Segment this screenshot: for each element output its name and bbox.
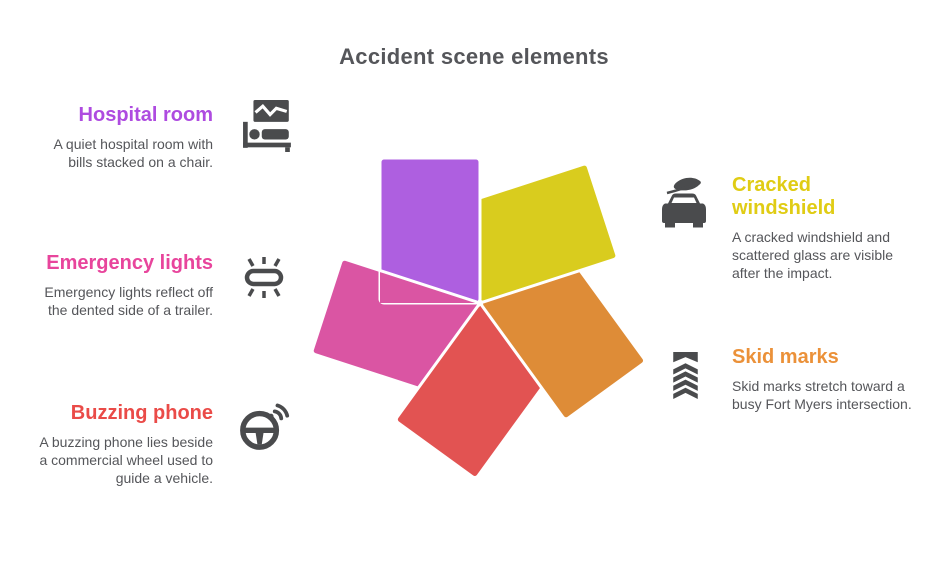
section-hospital-room: Hospital room A quiet hospital room with… [38, 104, 213, 172]
section-desc-skid-marks: Skid marks stretch toward a busy Fort My… [732, 378, 912, 412]
steering-wheel-icon [240, 403, 290, 450]
car-windshield-icon [662, 177, 706, 228]
section-skid-marks: Skid marks Skid marks stretch toward a b… [732, 346, 924, 414]
petal-emergency-lights-overlap [380, 257, 480, 303]
pinwheel-diagram [310, 156, 647, 479]
hospital-bed-icon [243, 100, 291, 152]
section-emergency-lights: Emergency lights Emergency lights reflec… [38, 252, 213, 320]
section-desc-emergency-lights: Emergency lights reflect off the dented … [44, 284, 213, 318]
section-cracked-windshield: Cracked windshield A cracked windshield … [732, 174, 924, 283]
section-title-hospital-room: Hospital room [78, 104, 213, 126]
section-buzzing-phone: Buzzing phone A buzzing phone lies besid… [38, 402, 213, 488]
page-title: Accident scene elements [339, 44, 609, 69]
section-title-emergency-lights: Emergency lights [46, 252, 213, 274]
section-desc-hospital-room: A quiet hospital room with bills stacked… [53, 136, 213, 170]
section-desc-cracked-windshield: A cracked windshield and scattered glass… [732, 229, 894, 281]
section-title-buzzing-phone: Buzzing phone [70, 402, 213, 424]
section-title-cracked-windshield: Cracked windshield [732, 174, 836, 219]
section-desc-buzzing-phone: A buzzing phone lies beside a commercial… [39, 434, 213, 486]
section-title-skid-marks: Skid marks [732, 346, 839, 368]
emergency-light-icon [244, 257, 284, 298]
skid-marks-icon [673, 352, 698, 399]
